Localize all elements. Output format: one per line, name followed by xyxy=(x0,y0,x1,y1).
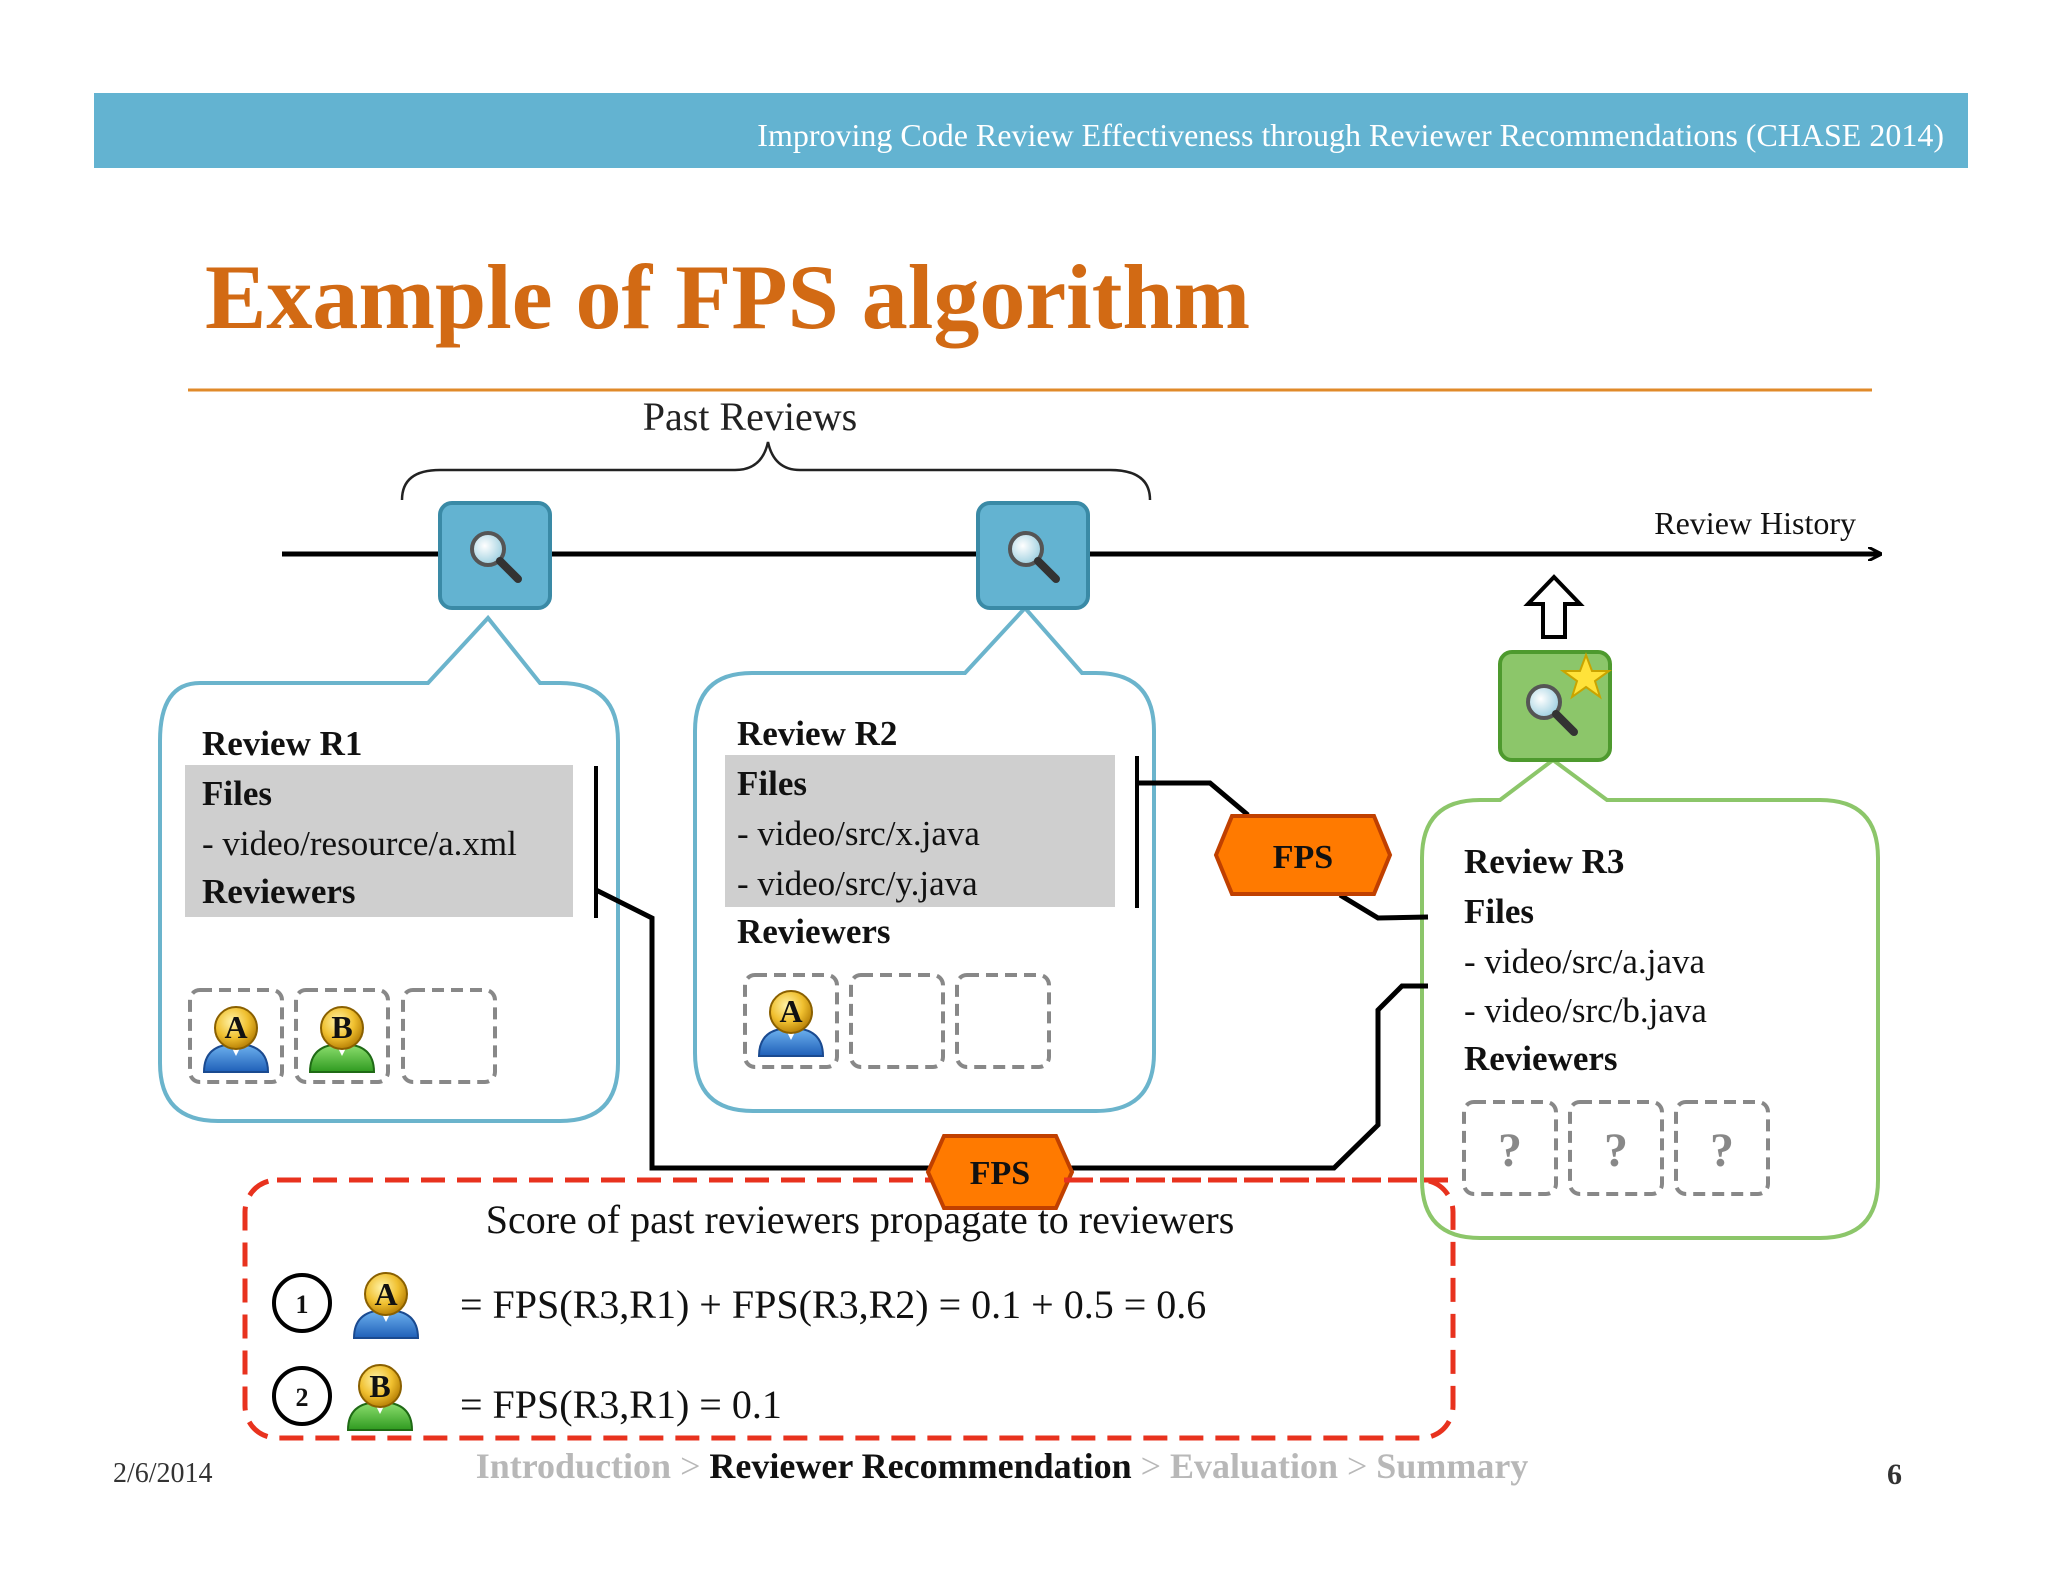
breadcrumb: Introduction > Reviewer Recommendation >… xyxy=(476,1446,1529,1486)
past-reviews-brace xyxy=(400,441,1152,501)
review-r1-magnifier-icon xyxy=(438,501,552,610)
review-r3-file-2: - video/src/b.java xyxy=(1464,991,1707,1030)
slide-date: 2/6/2014 xyxy=(113,1458,213,1489)
rank-2-badge xyxy=(272,1366,332,1426)
breadcrumb-item-introduction[interactable]: Introduction xyxy=(476,1446,671,1486)
connector-r1-r3 xyxy=(594,887,1428,1171)
reviewer-slot-unknown xyxy=(1462,1100,1558,1196)
review-r2-info-box xyxy=(725,755,1115,907)
fps-badge-r1: FPS xyxy=(925,1134,1075,1210)
rank-1-badge xyxy=(272,1273,332,1333)
connector-r2-r3-lower xyxy=(1338,892,1429,921)
reviewer-a-letter: A xyxy=(224,1009,247,1045)
breadcrumb-separator: > xyxy=(1347,1446,1376,1486)
unknown-reviewer-mark: ? xyxy=(1604,1124,1628,1177)
unknown-reviewer-mark: ? xyxy=(1710,1124,1734,1177)
reviewer-slot xyxy=(188,988,284,1084)
reviewer-b-letter: B xyxy=(331,1009,352,1045)
connector-r2-r3-upper xyxy=(1139,780,1250,817)
review-r1-title: Review R1 xyxy=(202,724,362,763)
reviewer-b-score-formula: = FPS(R3,R1) = 0.1 xyxy=(460,1382,782,1427)
reviewer-a-letter: A xyxy=(374,1276,397,1312)
reviewer-slot-empty xyxy=(401,988,497,1084)
page-number: 6 xyxy=(1887,1458,1902,1491)
breadcrumb-separator: > xyxy=(680,1446,709,1486)
review-r1-files-label: Files xyxy=(202,774,272,813)
score-caption: Score of past reviewers propagate to rev… xyxy=(486,1197,1235,1242)
review-r3-title: Review R3 xyxy=(1464,842,1624,881)
review-history-label: Review History xyxy=(1654,505,1856,541)
review-r2-reviewers-label: Reviewers xyxy=(737,912,891,951)
review-r3-reviewers-label: Reviewers xyxy=(1464,1039,1618,1078)
breadcrumb-separator: > xyxy=(1141,1446,1170,1486)
review-r1-file: - video/resource/a.xml xyxy=(202,824,517,863)
review-r2-file-1: - video/src/x.java xyxy=(737,814,980,853)
rank-2-number: 2 xyxy=(296,1383,309,1412)
header-subtitle: Improving Code Review Effectiveness thro… xyxy=(757,117,1944,153)
reviewer-slot xyxy=(294,988,390,1084)
breadcrumb-item-evaluation[interactable]: Evaluation xyxy=(1170,1446,1338,1486)
reviewer-slot-unknown xyxy=(1568,1100,1664,1196)
breadcrumb-item-reviewer-recommendation[interactable]: Reviewer Recommendation xyxy=(709,1446,1131,1486)
header-bar xyxy=(94,93,1968,168)
fps-label: FPS xyxy=(970,1155,1030,1192)
review-r3-file-1: - video/src/a.java xyxy=(1464,942,1705,981)
review-r2-files-label: Files xyxy=(737,764,807,803)
review-r1-reviewers-label: Reviewers xyxy=(202,872,356,911)
review-r3-files-label: Files xyxy=(1464,892,1534,931)
review-r2-title: Review R2 xyxy=(737,714,897,753)
reviewer-b-letter: B xyxy=(369,1368,390,1404)
reviewer-slot-empty xyxy=(955,973,1051,1069)
review-r3-bubble xyxy=(1420,757,1880,1240)
review-r1-info-box xyxy=(185,765,573,917)
reviewer-slot xyxy=(743,973,839,1069)
reviewer-a-score-formula: = FPS(R3,R1) + FPS(R3,R2) = 0.1 + 0.5 = … xyxy=(460,1282,1206,1327)
new-review-magnifier-star-icon xyxy=(1498,650,1613,762)
breadcrumb-item-summary[interactable]: Summary xyxy=(1376,1446,1528,1486)
reviewer-a-letter: A xyxy=(779,993,802,1029)
reviewer-slot-unknown xyxy=(1674,1100,1770,1196)
reviewer-slot-empty xyxy=(849,973,945,1069)
fps-badge-r2: FPS xyxy=(1213,814,1393,896)
fps-label: FPS xyxy=(1273,839,1333,876)
rank-1-number: 1 xyxy=(296,1290,309,1319)
unknown-reviewer-mark: ? xyxy=(1498,1124,1522,1177)
review-r2-magnifier-icon xyxy=(976,501,1090,610)
up-arrow-icon xyxy=(1523,574,1585,639)
review-r2-file-2: - video/src/y.java xyxy=(737,864,978,903)
page-title: Example of FPS algorithm xyxy=(205,246,1250,348)
past-reviews-label: Past Reviews xyxy=(643,394,857,439)
